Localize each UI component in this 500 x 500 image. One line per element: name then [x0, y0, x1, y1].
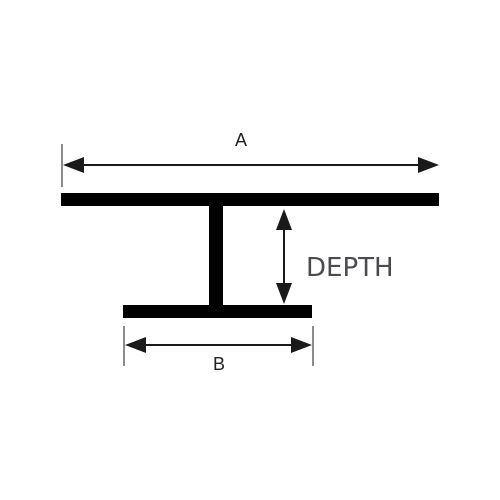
- dimension-depth: DEPTH: [276, 209, 394, 304]
- dimension-b: B: [123, 326, 314, 374]
- dimension-a: A: [61, 130, 439, 187]
- dimension-depth-label: DEPTH: [306, 253, 394, 283]
- dimension-depth-arrow-bottom: [276, 283, 292, 304]
- bottom-flange: [123, 305, 312, 318]
- dimension-b-arrow-right: [291, 337, 312, 353]
- dimension-b-arrow-left: [125, 337, 146, 353]
- dimension-a-label: A: [235, 130, 247, 150]
- dimension-depth-arrow-top: [276, 209, 292, 230]
- dimension-a-arrow-right: [418, 157, 439, 173]
- profile-shape: [61, 193, 439, 318]
- dimension-b-label: B: [213, 354, 225, 374]
- dimension-a-arrow-left: [63, 157, 84, 173]
- top-flange: [61, 193, 439, 206]
- web: [209, 205, 223, 309]
